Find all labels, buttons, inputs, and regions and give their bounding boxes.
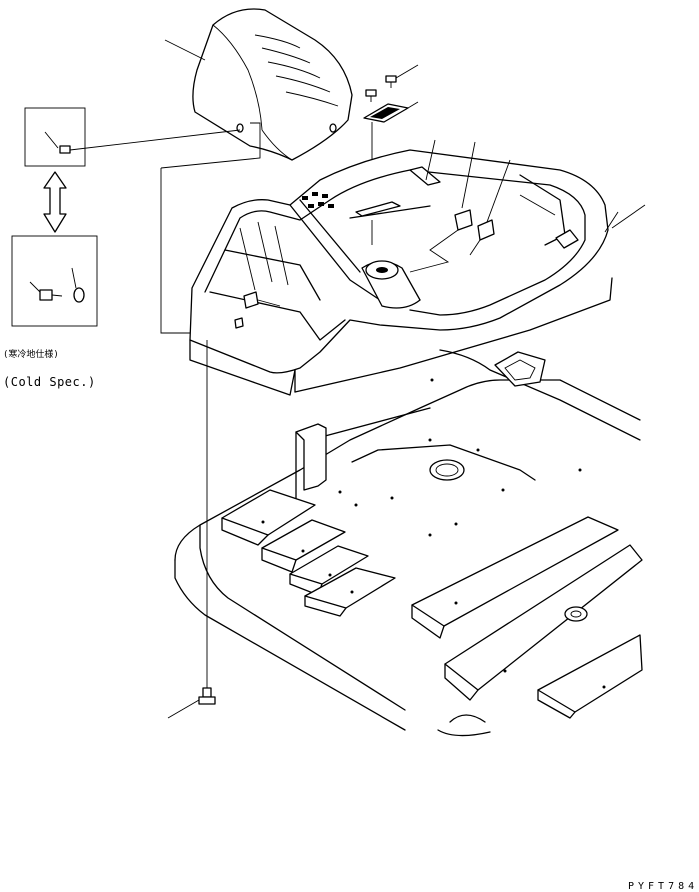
console-tray — [189, 139, 646, 396]
drawing-code: PYFT784 — [628, 881, 699, 892]
cover-plate — [363, 101, 419, 220]
cold-spec-note-en: (Cold Spec.) — [3, 375, 96, 389]
floor-bolt — [167, 340, 216, 719]
assembly-outline-top — [160, 122, 261, 169]
swap-double-arrow — [43, 171, 67, 233]
console-hood-cover — [192, 8, 353, 161]
switch-panel — [302, 192, 334, 208]
bolt-detail-standard — [24, 107, 241, 167]
screw-pair — [365, 64, 419, 102]
bolt-detail-cold-spec — [11, 235, 98, 327]
cab-floor — [174, 349, 643, 737]
cold-spec-note-jp: (寒冷地仕様) — [3, 350, 59, 360]
leader-line-hood — [164, 39, 206, 61]
